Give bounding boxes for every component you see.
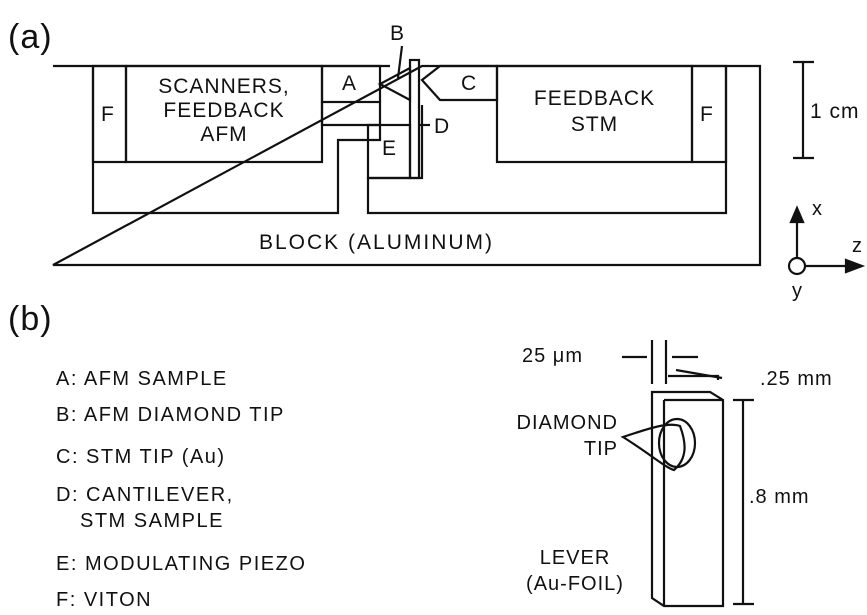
lever-line-2: (Au-FOIL) [526, 573, 624, 595]
stm-tip [420, 64, 499, 102]
legend-d-cont: STM SAMPLE [80, 510, 224, 532]
diamond-tip-line-2: TIP [583, 438, 618, 460]
block-label: BLOCK (ALUMINUM) [259, 231, 495, 254]
axis-origin [787, 256, 807, 276]
a-label: A [342, 72, 358, 95]
feedback-stm-label: FEEDBACK STM [497, 86, 692, 138]
axis-x-label: x [812, 198, 823, 220]
length-dimension [733, 398, 754, 606]
c-label: C [461, 72, 478, 95]
scanners-line-1: SCANNERS, [158, 75, 290, 98]
legend-f: F: VITON [56, 589, 153, 611]
feedback-stm-line-2: STM [570, 113, 619, 136]
axis-x-arrowhead [789, 205, 805, 224]
viton-right-label: F [700, 103, 714, 126]
scanners-label: SCANNERS, FEEDBACK AFM [126, 75, 322, 147]
afm-diamond-tip [377, 66, 412, 102]
b-leader [396, 45, 404, 79]
legend-e: E: MODULATING PIEZO [56, 553, 307, 575]
block-inner-slot [91, 66, 728, 215]
legend-b: B: AFM DIAMOND TIP [56, 404, 285, 426]
thickness-label: 25 μm [522, 345, 583, 367]
axis-z-arrowhead [844, 258, 866, 274]
width-label: .25 mm [760, 368, 833, 390]
b-label: B [390, 22, 406, 45]
panel-a-label: (a) [8, 18, 53, 56]
cantilever [408, 58, 421, 180]
lever-body [650, 390, 725, 608]
modulating-piezo-box [366, 123, 412, 180]
feedback-stm-line-1: FEEDBACK [533, 87, 656, 110]
lever-label: LEVER (Au-FOIL) [500, 545, 650, 597]
diamond-tip-label: DIAMOND TIP [483, 410, 618, 462]
panel-b-label: (b) [8, 300, 53, 338]
scanners-line-3: AFM [200, 123, 248, 146]
width-dimension [668, 374, 720, 380]
legend-d: D: CANTILEVER, [56, 484, 234, 506]
scale-bar [793, 60, 814, 160]
axis-y-label: y [792, 280, 803, 302]
scanners-line-2: FEEDBACK [163, 99, 285, 122]
scale-label: 1 cm [810, 100, 860, 123]
legend-c: C: STM TIP (Au) [56, 446, 226, 468]
sample-support [320, 102, 380, 127]
length-label: .8 mm [749, 486, 810, 508]
viton-left-label: F [101, 103, 115, 126]
d-label: D [434, 115, 451, 138]
diamond-tip-body [620, 423, 686, 472]
axis-z-label: z [852, 235, 863, 257]
width-arrow [675, 368, 723, 380]
e-label: E [382, 137, 398, 160]
legend-a: A: AFM SAMPLE [56, 368, 228, 390]
lever-line-1: LEVER [539, 547, 611, 569]
viton-right [690, 64, 728, 164]
diamond-tip-line-1: DIAMOND [516, 412, 618, 434]
